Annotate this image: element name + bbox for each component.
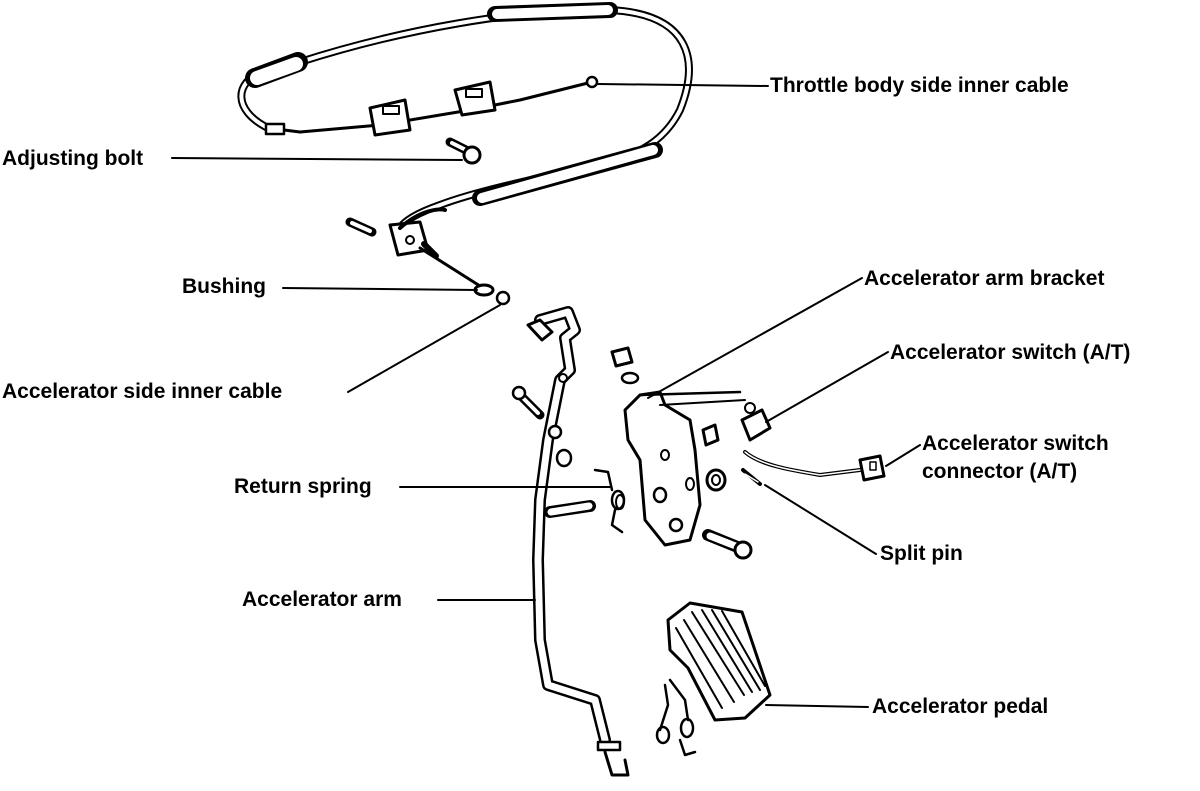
bracket-bolt [702,529,753,560]
label-accelerator-switch: Accelerator switch (A/T) [890,341,1131,364]
return-spring-part [593,468,626,534]
throttle-inner-cable [298,75,599,137]
accelerator-arm-bracket-part [623,390,746,547]
accelerator-switch-part [740,402,886,482]
label-accelerator-side-inner-cable: Accelerator side inner cable [2,380,283,403]
label-accelerator-arm-bracket: Accelerator arm bracket [864,267,1105,290]
adjusting-bolt-part [445,137,482,165]
label-return-spring: Return spring [234,475,372,498]
accelerator-pedal-part [666,601,772,722]
bracket-nuts [610,346,640,385]
accelerator-inner-cable [418,241,511,306]
label-throttle-body-side-inner-cable: Throttle body side inner cable [770,74,1069,97]
label-accelerator-arm: Accelerator arm [242,588,402,611]
accelerator-arm-part [526,306,630,777]
label-bushing: Bushing [182,275,266,298]
pedal-springs [655,678,697,757]
label-adjusting-bolt: Adjusting bolt [2,147,144,170]
label-accelerator-switch-connector-line1: Accelerator switch [922,432,1109,455]
arm-pivot-bolt [511,385,545,420]
label-split-pin: Split pin [880,542,963,565]
pivot-pin [544,500,596,518]
label-accelerator-switch-connector-line2: connector (A/T) [922,460,1078,483]
outer-cable [237,2,693,232]
label-accelerator-pedal: Accelerator pedal [872,695,1049,718]
bushing-small [555,448,573,468]
leader-lines [171,83,921,708]
split-pin-part [741,468,762,486]
